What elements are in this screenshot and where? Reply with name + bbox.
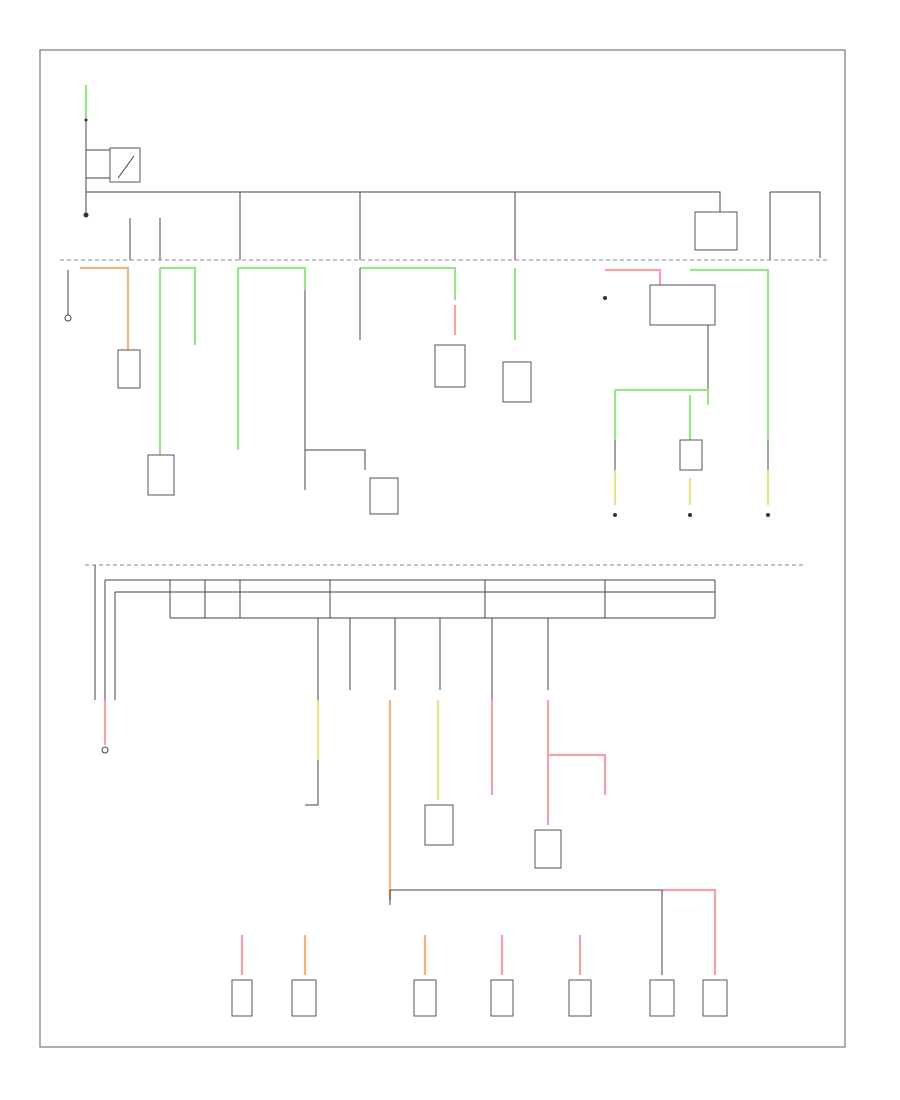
passenger-relay-box — [694, 211, 738, 251]
green-circuit-1 — [158, 266, 197, 455]
ground-1 — [64, 314, 72, 322]
green-circuit-2 — [236, 266, 307, 450]
pink-circuit-12 — [546, 700, 607, 825]
ground-splice-left — [101, 746, 109, 754]
pink-load-6 — [662, 888, 717, 975]
load-4 — [490, 979, 514, 1017]
fuse-row-2 — [317, 618, 549, 700]
component-4 — [434, 344, 466, 388]
ground-7b — [688, 513, 692, 517]
green-circuit-6 — [690, 268, 770, 440]
bus-dividers — [169, 580, 716, 618]
fuse-drop-1 — [129, 218, 161, 260]
green-circuit-7 — [613, 388, 710, 440]
orange-circuit-1 — [80, 266, 130, 350]
circuit-8-wire — [305, 760, 319, 806]
ground-7a — [613, 513, 617, 517]
relay-connection — [86, 149, 110, 179]
load-1 — [231, 979, 253, 1017]
load-7 — [702, 979, 728, 1017]
ignition-relay — [109, 147, 141, 183]
ground-7c — [766, 513, 770, 517]
relay-feed-line — [86, 191, 721, 212]
feed-fuse-dot — [84, 118, 88, 122]
load-5 — [568, 979, 592, 1017]
ground-5 — [603, 296, 607, 300]
component-3 — [369, 477, 399, 515]
right-top-feed — [770, 191, 821, 258]
load-2 — [291, 979, 317, 1017]
green-circuit-3 — [360, 266, 457, 300]
component-1 — [117, 349, 141, 389]
component-10 — [424, 804, 454, 846]
ground-point-top — [83, 212, 89, 218]
pink-circuit-5 — [605, 268, 662, 285]
component-6 — [679, 439, 703, 471]
relay-2 — [649, 284, 716, 326]
component-5 — [502, 361, 532, 403]
relay-switch — [117, 155, 135, 179]
diagram-frame — [39, 49, 846, 1048]
drops-7 — [614, 440, 769, 470]
yellow-circuit-7 — [613, 470, 770, 505]
load-6 — [649, 979, 675, 1017]
component-2 — [147, 454, 175, 496]
splice-2 — [305, 449, 366, 470]
load-3 — [413, 979, 437, 1017]
component-12 — [534, 829, 562, 869]
